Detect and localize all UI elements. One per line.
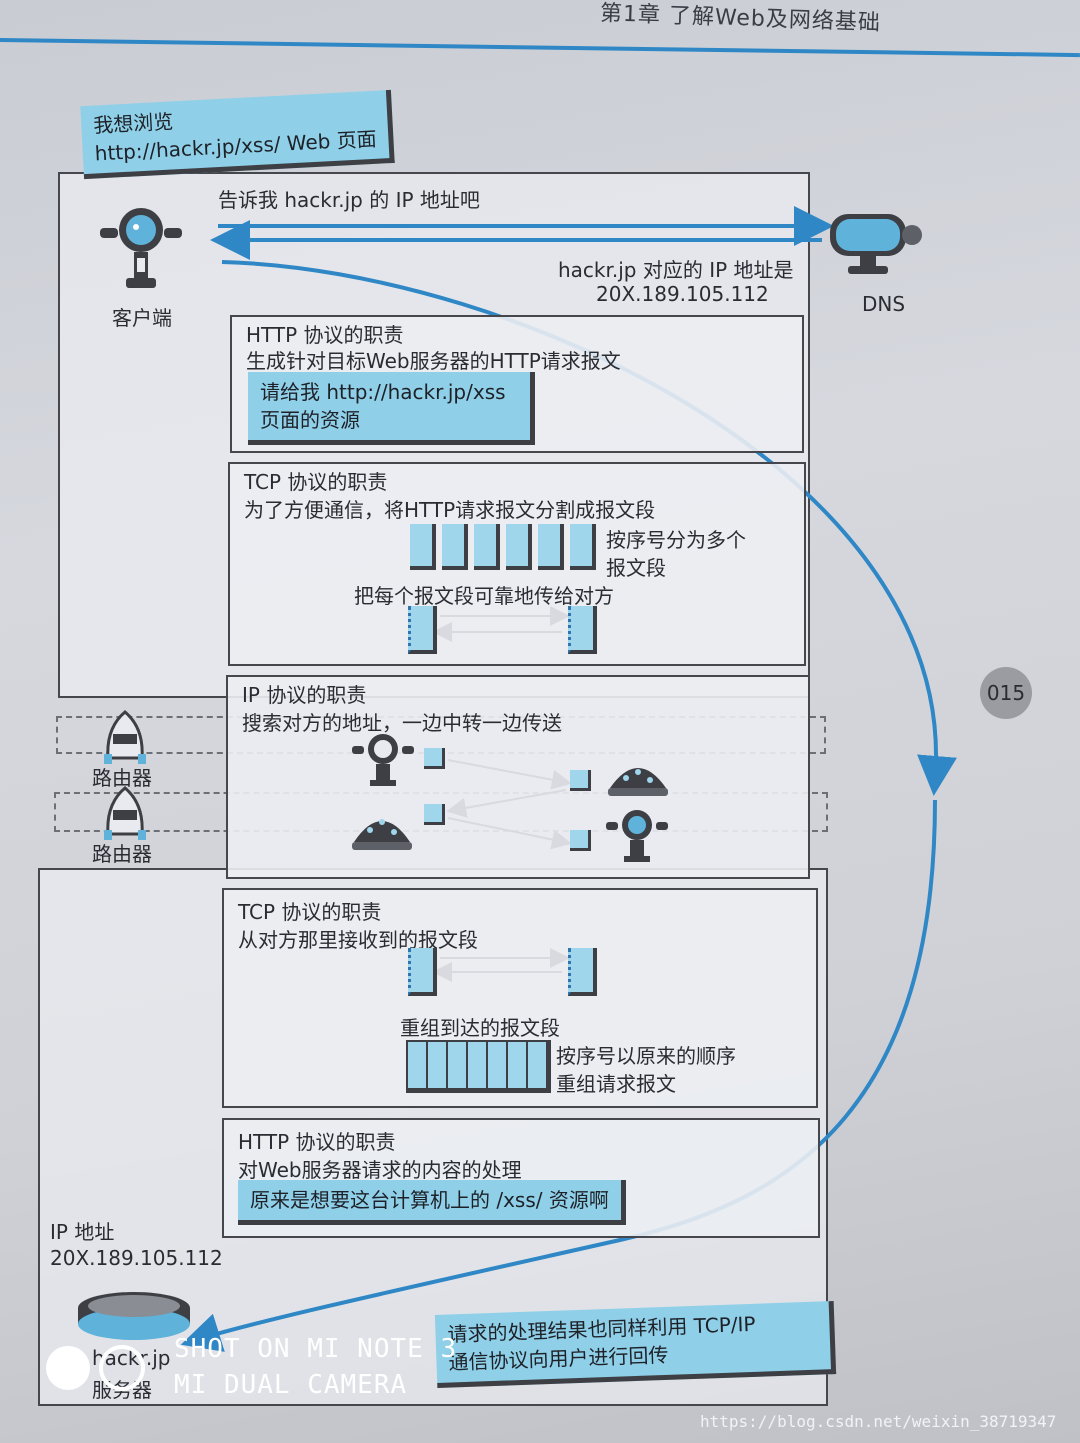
tcp-send-note-1: 按序号分为多个 bbox=[606, 528, 746, 552]
ip-packet bbox=[570, 830, 591, 851]
tcp-recv-desc: 从对方那里接收到的报文段 bbox=[238, 928, 478, 952]
http-send-callout-line-2: 页面的资源 bbox=[260, 408, 360, 432]
http-recv-desc: 对Web服务器请求的内容的处理 bbox=[238, 1158, 522, 1182]
recv-segment-right bbox=[568, 948, 597, 996]
camera-watermark-line-1: SHOT ON MI NOTE 3 bbox=[174, 1334, 458, 1364]
ip-router-dome-icon-right bbox=[608, 768, 668, 796]
segment bbox=[474, 524, 500, 570]
segment bbox=[410, 524, 436, 570]
tcp-recv-note2-line-2: 重组请求报文 bbox=[556, 1072, 676, 1096]
http-recv-title: HTTP 协议的职责 bbox=[238, 1130, 396, 1154]
tcp-send-note-2: 报文段 bbox=[606, 556, 666, 580]
segment bbox=[570, 524, 596, 570]
ip-packet bbox=[570, 770, 591, 791]
tcp-recv-note: 重组到达的报文段 bbox=[400, 1016, 560, 1040]
send-segment-left bbox=[408, 606, 437, 654]
server-ip-value: 20X.189.105.112 bbox=[50, 1246, 223, 1270]
ip-title: IP 协议的职责 bbox=[242, 683, 367, 707]
source-watermark: https://blog.csdn.net/weixin_38719347 bbox=[700, 1412, 1057, 1431]
dns-server-icon bbox=[830, 214, 922, 274]
http-send-desc: 生成针对目标Web服务器的HTTP请求报文 bbox=[246, 349, 621, 373]
ip-desc: 搜索对方的地址，一边中转一边传送 bbox=[242, 711, 562, 735]
http-send-callout-line-1: 请给我 http://hackr.jp/xss bbox=[260, 380, 506, 404]
router-icon bbox=[104, 710, 146, 764]
tcp-send-desc: 为了方便通信，将HTTP请求报文分割成报文段 bbox=[244, 498, 656, 522]
client-robot-icon bbox=[100, 208, 182, 288]
camera-watermark-line-2: MI DUAL CAMERA bbox=[174, 1370, 408, 1400]
reassembled-message bbox=[406, 1040, 551, 1093]
segment bbox=[506, 524, 532, 570]
router-label-2: 路由器 bbox=[92, 842, 152, 866]
page-number-badge: 015 bbox=[980, 667, 1032, 719]
tcp-recv-note2-line-1: 按序号以原来的顺序 bbox=[556, 1044, 736, 1068]
dns-response-line-1: hackr.jp 对应的 IP 地址是 bbox=[558, 258, 794, 282]
dns-response-line-2: 20X.189.105.112 bbox=[596, 282, 769, 306]
segment bbox=[538, 524, 564, 570]
send-segment-right bbox=[568, 606, 597, 654]
http-send-callout: 请给我 http://hackr.jp/xss 页面的资源 bbox=[248, 372, 535, 445]
web-server-icon bbox=[78, 1292, 190, 1340]
router-label-1: 路由器 bbox=[92, 766, 152, 790]
tcp-recv-title: TCP 协议的职责 bbox=[238, 900, 382, 924]
ip-server-robot-icon bbox=[606, 810, 668, 862]
dns-request-text: 告诉我 hackr.jp 的 IP 地址吧 bbox=[218, 188, 480, 212]
http-recv-callout: 原来是想要这台计算机上的 /xss/ 资源啊 bbox=[238, 1180, 626, 1225]
recv-segment-left bbox=[408, 948, 437, 996]
client-label: 客户端 bbox=[112, 306, 172, 330]
camera-lens-icon bbox=[46, 1345, 145, 1391]
segment bbox=[442, 524, 468, 570]
tcp-send-note-3: 把每个报文段可靠地传给对方 bbox=[354, 584, 614, 608]
ip-router-dome-icon-left bbox=[352, 819, 412, 850]
ip-packet bbox=[424, 804, 445, 825]
result-callout: 请求的处理结果也同样利用 TCP/IP 通信协议向用户进行回传 bbox=[434, 1301, 837, 1388]
ip-packet bbox=[424, 748, 445, 769]
dns-label: DNS bbox=[862, 292, 906, 316]
ip-box: IP 协议的职责 搜索对方的地址，一边中转一边传送 bbox=[226, 675, 810, 879]
tcp-send-title: TCP 协议的职责 bbox=[244, 470, 388, 494]
ip-client-robot-icon bbox=[352, 734, 414, 786]
http-send-title: HTTP 协议的职责 bbox=[246, 323, 404, 347]
server-ip-label: IP 地址 bbox=[50, 1220, 115, 1244]
router-icon bbox=[104, 786, 146, 840]
